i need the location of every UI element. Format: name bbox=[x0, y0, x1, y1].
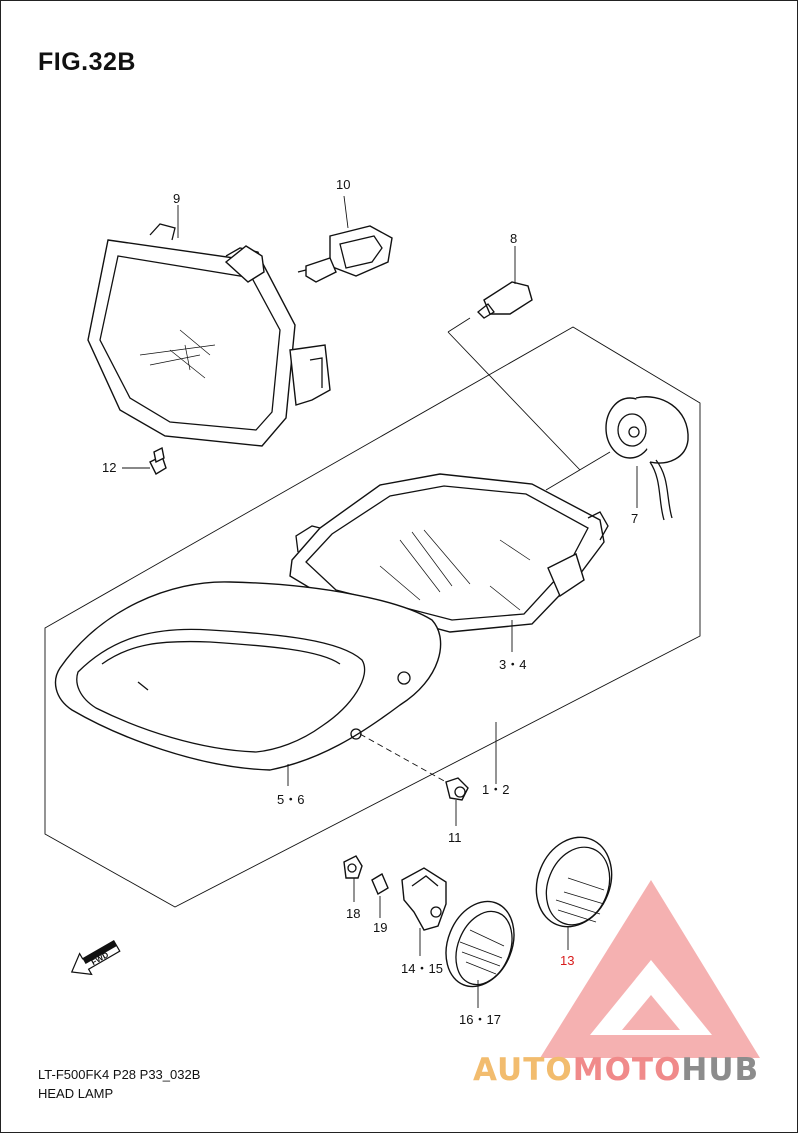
callout-8: 8 bbox=[510, 231, 518, 246]
small-bulb-part-8 bbox=[447, 246, 581, 471]
reflector-part-13 bbox=[535, 836, 613, 950]
bolt-part-12 bbox=[122, 446, 167, 475]
callout-13: 13 bbox=[560, 953, 575, 968]
callout-9: 9 bbox=[173, 191, 181, 206]
collar-part-19 bbox=[371, 872, 389, 918]
figure-code: LT-F500FK4 P28 P33_032B bbox=[38, 1067, 201, 1082]
callout-14-15: 14・15 bbox=[401, 961, 443, 976]
screw-part-11 bbox=[445, 777, 469, 826]
nut-part-18 bbox=[343, 855, 363, 902]
watermark-part-3: HUB bbox=[681, 1052, 760, 1088]
headlamp-unit-part-3-4 bbox=[289, 473, 609, 652]
watermark-logo bbox=[540, 880, 760, 1058]
screw-guide-line bbox=[359, 733, 447, 783]
bracket-part-14-15 bbox=[401, 867, 447, 956]
callout-12: 12 bbox=[102, 460, 117, 475]
callout-5-6: 5・6 bbox=[277, 792, 305, 807]
reflector-part-16-17 bbox=[445, 900, 515, 1008]
figure-name: HEAD LAMP bbox=[38, 1086, 114, 1101]
headlamp-housing-part-9 bbox=[87, 205, 331, 447]
callout-11: 11 bbox=[448, 830, 462, 845]
bulb-part-10 bbox=[297, 195, 393, 283]
rim-part-5-6 bbox=[54, 581, 442, 786]
socket-part-7 bbox=[545, 396, 689, 521]
figure-title: FIG.32B bbox=[38, 48, 136, 76]
callout-3-4: 3・4 bbox=[499, 657, 527, 672]
callout-16-17: 16・17 bbox=[459, 1012, 501, 1027]
fwd-arrow-icon: FWD bbox=[70, 939, 121, 976]
callout-7: 7 bbox=[631, 511, 639, 526]
assembly-group-outline bbox=[44, 326, 701, 908]
callout-10: 10 bbox=[336, 177, 351, 192]
callout-1-2: 1・2 bbox=[482, 782, 510, 797]
watermark-text: AUTOMOTOHUB bbox=[473, 1052, 759, 1088]
callout-19: 19 bbox=[373, 920, 388, 935]
callout-18: 18 bbox=[346, 906, 361, 921]
watermark-part-1: AUTO bbox=[473, 1052, 573, 1088]
watermark-part-2: MOTO bbox=[572, 1052, 682, 1088]
